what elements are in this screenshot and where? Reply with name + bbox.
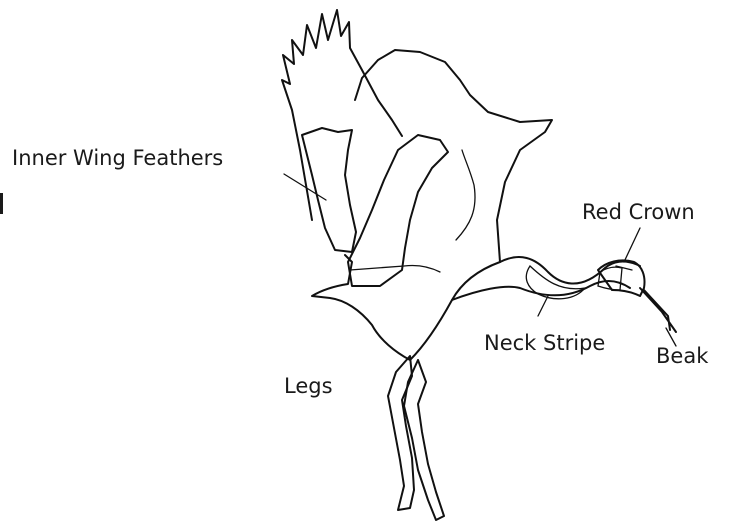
inner-feathers-front — [348, 135, 448, 286]
label-legs: Legs — [284, 376, 333, 397]
label-red-crown: Red Crown — [582, 202, 695, 223]
label-inner-wing-feathers: Inner Wing Feathers — [12, 148, 223, 169]
red-crown-mark — [616, 266, 632, 270]
leg-right — [404, 360, 444, 520]
leader-neck-stripe — [538, 296, 548, 316]
beak-shape — [640, 288, 676, 332]
label-neck-stripe: Neck Stripe — [484, 333, 605, 354]
label-beak: Beak — [656, 346, 708, 367]
back-wing — [282, 10, 402, 220]
leader-red-crown — [624, 228, 640, 262]
neck-lower — [452, 281, 630, 300]
tail-line — [350, 265, 440, 272]
back-contour — [456, 150, 475, 240]
front-wing — [355, 50, 552, 262]
body-outline — [312, 255, 500, 360]
